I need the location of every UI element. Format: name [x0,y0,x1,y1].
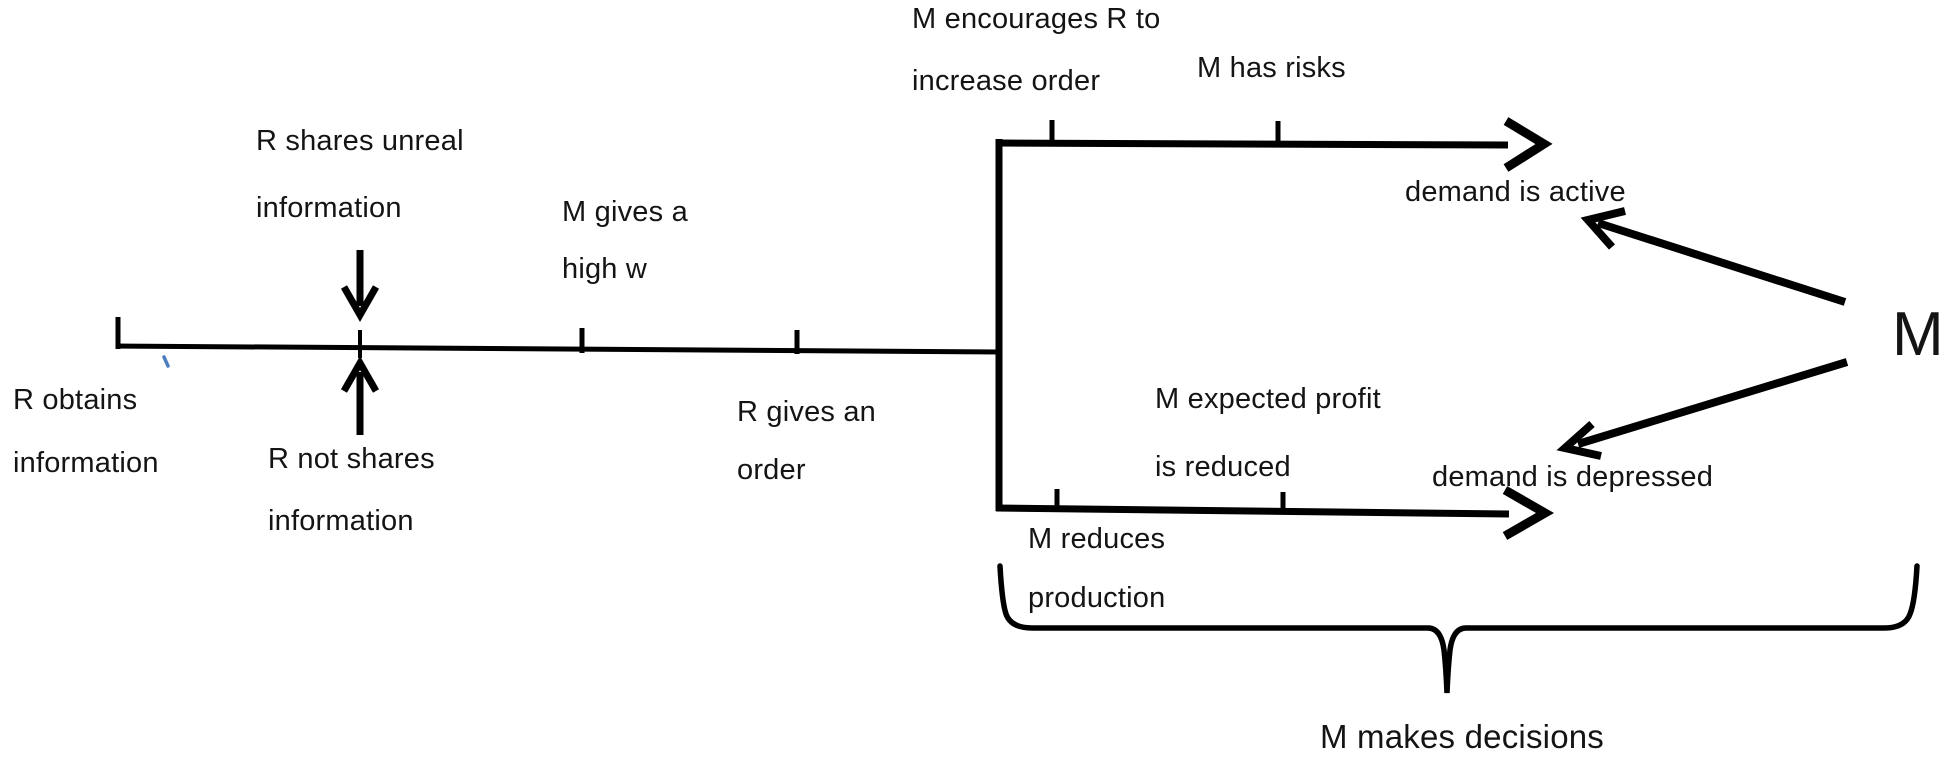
label-m-encourages-increase-order: M encourages R to increase order [912,3,1161,97]
label-m-has-risks: M has risks [1197,52,1346,84]
label-r-gives-order: R gives an order [737,396,877,486]
m-to-active-shaft [1596,219,1847,306]
label-r-not-shares-information: R not shares information [268,443,435,537]
label-m-makes-decisions: M makes decisions [1320,718,1604,755]
up-arrow-icon [340,355,380,393]
bottom-branch-line [995,504,1510,518]
m-to-depressed-arrowhead-icon [1556,421,1602,460]
down-arrow-icon [340,285,380,323]
bottom-branch-arrowhead-icon [1502,486,1555,540]
m-to-depressed-shaft [1576,358,1849,448]
stray-blue-mark [162,355,170,368]
label-r-obtains-information: R obtains information [13,384,159,479]
label-m-expected-profit-reduced: M expected profit is reduced [1155,383,1381,483]
label-demand-is-active: demand is active [1405,176,1626,208]
label-manufacturer-m: M [1892,300,1944,369]
label-m-reduces-production: M reduces production [1028,523,1166,614]
top-branch-arrowhead-icon [1503,117,1553,172]
timeline-axis [115,343,1001,355]
label-m-gives-high-w: M gives a high w [562,196,688,285]
top-branch-line [995,139,1509,149]
m-to-active-arrowhead-icon [1580,207,1626,250]
label-r-shares-unreal-information: R shares unreal information [256,125,464,224]
decision-brace [997,563,1920,694]
label-demand-is-depressed: demand is depressed [1432,461,1714,493]
